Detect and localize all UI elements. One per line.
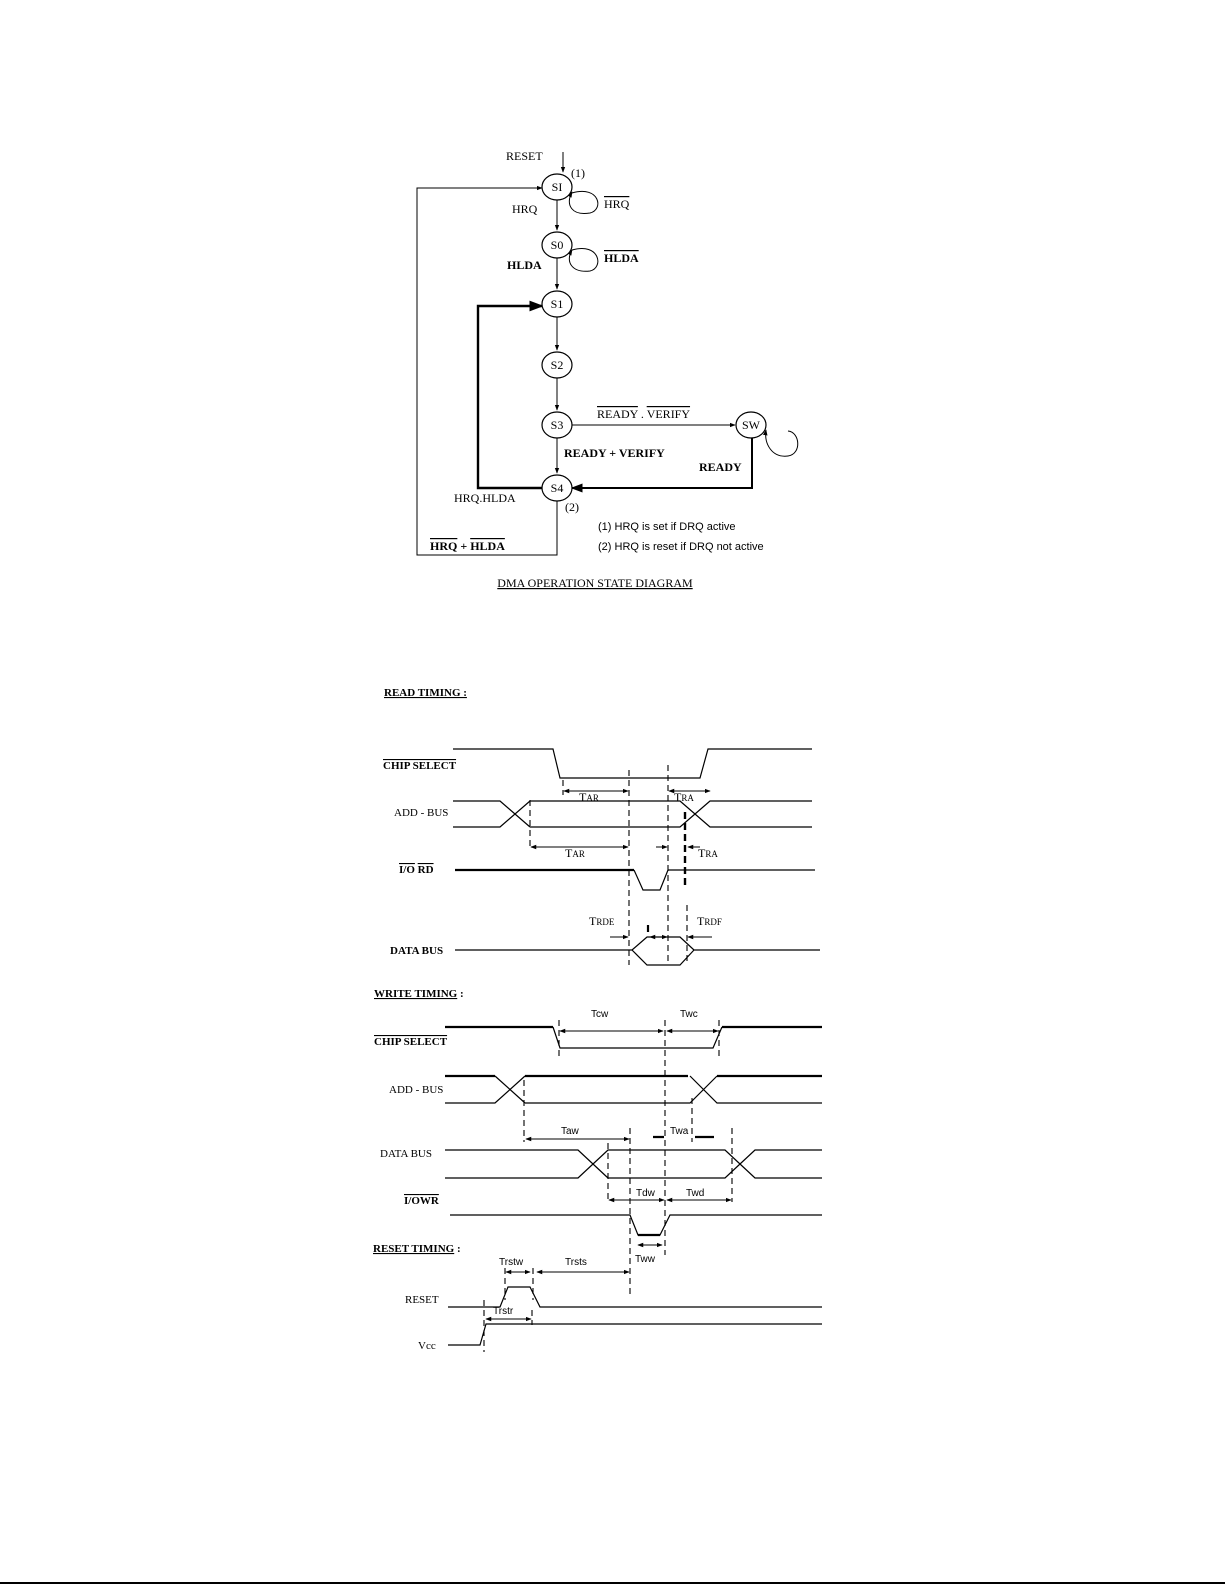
s4-to-s1-loop	[476, 300, 544, 490]
state-s3	[541, 411, 573, 439]
vcc-waveform	[448, 1323, 822, 1346]
note1-marker: (1)	[571, 166, 585, 180]
read-addbus-label: ADD - BUS	[394, 807, 448, 819]
trde-label: TRDE	[589, 914, 615, 928]
write-databus-waveform	[445, 1149, 822, 1179]
twc-label: Twc	[680, 1009, 698, 1020]
ready-verify-bar-label: READY . VERIFY	[597, 407, 690, 421]
hrq-bar-plus-hlda-bar-label: HRQ + HLDA	[430, 539, 505, 553]
state-sw	[735, 411, 767, 439]
hlda-bar-label: HLDA	[604, 251, 639, 265]
state-nodes: SI S0 S1 S2 S3 S4 SW	[541, 173, 767, 502]
transition-labels: RESET (1) HRQ HRQ HLDA HLDA READY . VERI…	[430, 149, 764, 590]
state-label: S3	[551, 418, 564, 432]
reset-timing: RESET TIMING : RESET Vcc Trstw Trsts Trs…	[373, 1243, 822, 1352]
read-cs-label: CHIP SELECT	[383, 760, 457, 772]
hlda-label: HLDA	[507, 258, 542, 272]
ready-plus-verify-label: READY + VERIFY	[564, 446, 665, 460]
trstw-label: Trstw	[499, 1257, 524, 1268]
read-cs-waveform	[453, 748, 812, 779]
state-label: SI	[552, 180, 563, 194]
state-label: S4	[551, 481, 564, 495]
tdw-label: Tdw	[636, 1188, 656, 1199]
state-diagram: SI S0 S1 S2 S3 S4 SW RESET (1) HRQ HRQ H…	[416, 149, 799, 590]
write-databus-label: DATA BUS	[380, 1148, 432, 1160]
write-cs-label: CHIP SELECT	[374, 1036, 448, 1048]
vcc-signal-label: Vcc	[418, 1340, 436, 1352]
ready-label: READY	[699, 460, 742, 474]
state-s2	[541, 351, 573, 379]
hrq-hlda-label: HRQ.HLDA	[454, 491, 516, 505]
trdf-label: TRDF	[697, 914, 722, 928]
hrq-bar-label: HRQ	[604, 197, 630, 211]
write-cs-waveform	[552, 1026, 723, 1049]
reset-timing-title: RESET TIMING :	[373, 1243, 461, 1255]
write-addbus-waveform	[445, 1075, 822, 1104]
tar-cs-label: TAR	[579, 790, 599, 804]
read-databus-label: DATA BUS	[390, 945, 443, 957]
transitions	[416, 152, 799, 556]
reset-label: RESET	[506, 149, 543, 163]
tww-label: Tww	[635, 1254, 656, 1265]
sw-to-s4-arrow	[570, 438, 753, 493]
state-label: SW	[742, 418, 761, 432]
diagram-title: DMA OPERATION STATE DIAGRAM	[497, 576, 693, 590]
state-s0	[541, 231, 573, 259]
write-timing-title: WRITE TIMING :	[374, 988, 464, 1000]
trstr-label: Trstr	[493, 1306, 514, 1317]
read-timing: READ TIMING : CHIP SELECT ADD - BUS I/O …	[383, 687, 820, 966]
reset-signal-label: RESET	[405, 1294, 439, 1306]
read-timing-title: READ TIMING :	[384, 687, 467, 699]
write-iowr-waveform	[450, 1214, 822, 1236]
tra-cs-label: TRA	[674, 790, 694, 804]
note-2: (2) HRQ is reset if DRQ not active	[598, 541, 764, 553]
state-label: S1	[551, 297, 564, 311]
reset-waveform	[448, 1286, 822, 1308]
write-addbus-label: ADD - BUS	[389, 1084, 443, 1096]
tcw-label: Tcw	[591, 1009, 609, 1020]
note2-marker: (2)	[565, 500, 579, 514]
trsts-label: Trsts	[565, 1257, 587, 1268]
s4-to-si-loop	[416, 185, 558, 556]
read-iord-waveform	[633, 869, 815, 891]
state-label: S0	[551, 238, 564, 252]
s0-self-loop	[567, 248, 599, 272]
read-databus-waveform	[455, 936, 820, 966]
read-addbus-waveform	[453, 800, 812, 828]
hrq-label: HRQ	[512, 202, 538, 216]
state-s1	[541, 290, 573, 318]
state-s4	[541, 474, 573, 502]
tar-add-label: TAR	[565, 846, 585, 860]
twa-label: Twa	[670, 1126, 689, 1137]
state-label: S2	[551, 358, 564, 372]
write-timing: WRITE TIMING : CHIP SELECT ADD - BUS DAT…	[374, 988, 822, 1298]
tra-add-label: TRA	[698, 846, 718, 860]
sw-self-loop	[763, 429, 799, 457]
note-1: (1) HRQ is set if DRQ active	[598, 521, 736, 533]
read-iord-label: I/O RD	[399, 864, 434, 876]
si-self-loop	[567, 190, 599, 214]
taw-label: Taw	[561, 1126, 580, 1137]
twd-label: Twd	[686, 1188, 704, 1199]
state-si	[541, 173, 573, 201]
write-iowr-label: I/OWR	[404, 1195, 440, 1207]
